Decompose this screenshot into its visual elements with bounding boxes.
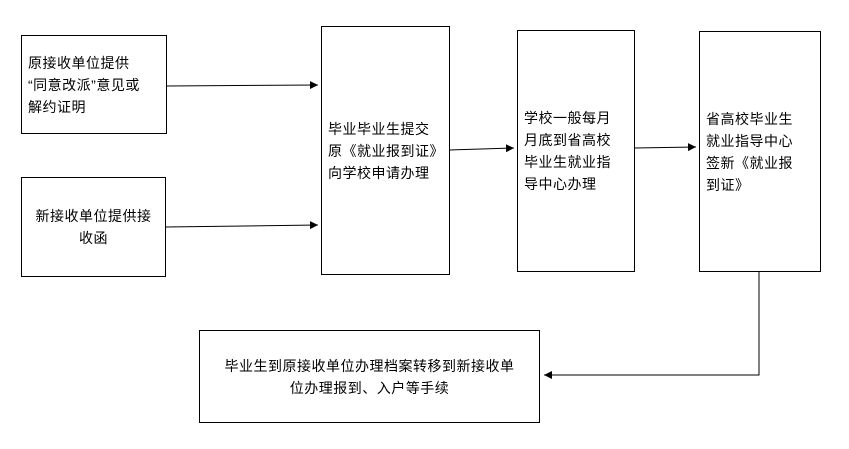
- connector-original-to-submit: [165, 81, 319, 90]
- flow-box-text-line: 解约证明: [28, 98, 86, 115]
- flow-box-text-line: 向学校申请办理: [328, 164, 430, 181]
- flow-box-text-line: 月底到省高校: [524, 132, 611, 148]
- flow-box-text-line: 学校一般每月: [524, 110, 611, 126]
- flow-box-text-line: 签新《就业报: [706, 154, 793, 171]
- flow-box-final-procedures: 毕业生到原接收单位办理档案转移到新接收单 位办理报到、入户等手续: [199, 330, 540, 423]
- flow-box-text-line: 就业指导中心: [706, 132, 793, 149]
- connector-submit-to-school: [448, 144, 515, 153]
- flow-box-text-line: 毕业生到原接收单位办理档案转移到新接收单: [224, 357, 515, 374]
- flow-box-text-line: 导中心办理: [524, 176, 597, 192]
- flow-box-graduate-submit: 毕业毕业生提交 原《就业报到证》 向学校申请办理: [321, 26, 450, 275]
- connector-center-to-final: [544, 271, 760, 379]
- flow-box-text-line: 到证》: [706, 176, 750, 193]
- flow-box-school-monthly: 学校一般每月 月底到省高校 毕业生就业指 导中心办理: [517, 30, 635, 272]
- flow-box-original-unit: 原接收单位提供 “同意改派”意见或 解约证明: [21, 35, 167, 134]
- connector-newunit-to-submit: [164, 221, 319, 230]
- flow-box-text-line: 收函: [79, 230, 108, 246]
- flow-box-text-line: “同意改派”意见或: [28, 76, 140, 93]
- flow-box-text-line: 原接收单位提供: [28, 54, 130, 71]
- connector-school-to-center: [633, 143, 697, 152]
- flow-box-text-line: 省高校毕业生: [706, 110, 793, 127]
- flow-box-text-line: 毕业生就业指: [524, 154, 611, 170]
- flow-box-text-line: 位办理报到、入户等手续: [289, 379, 450, 396]
- flow-box-text-line: 原《就业报到证》: [328, 142, 444, 159]
- flow-box-center-issue: 省高校毕业生 就业指导中心 签新《就业报 到证》: [699, 31, 821, 272]
- flow-box-new-unit: 新接收单位提供接 收函: [21, 177, 166, 277]
- flow-box-text-line: 毕业毕业生提交: [328, 120, 430, 137]
- flow-box-text-line: 新接收单位提供接: [35, 208, 152, 224]
